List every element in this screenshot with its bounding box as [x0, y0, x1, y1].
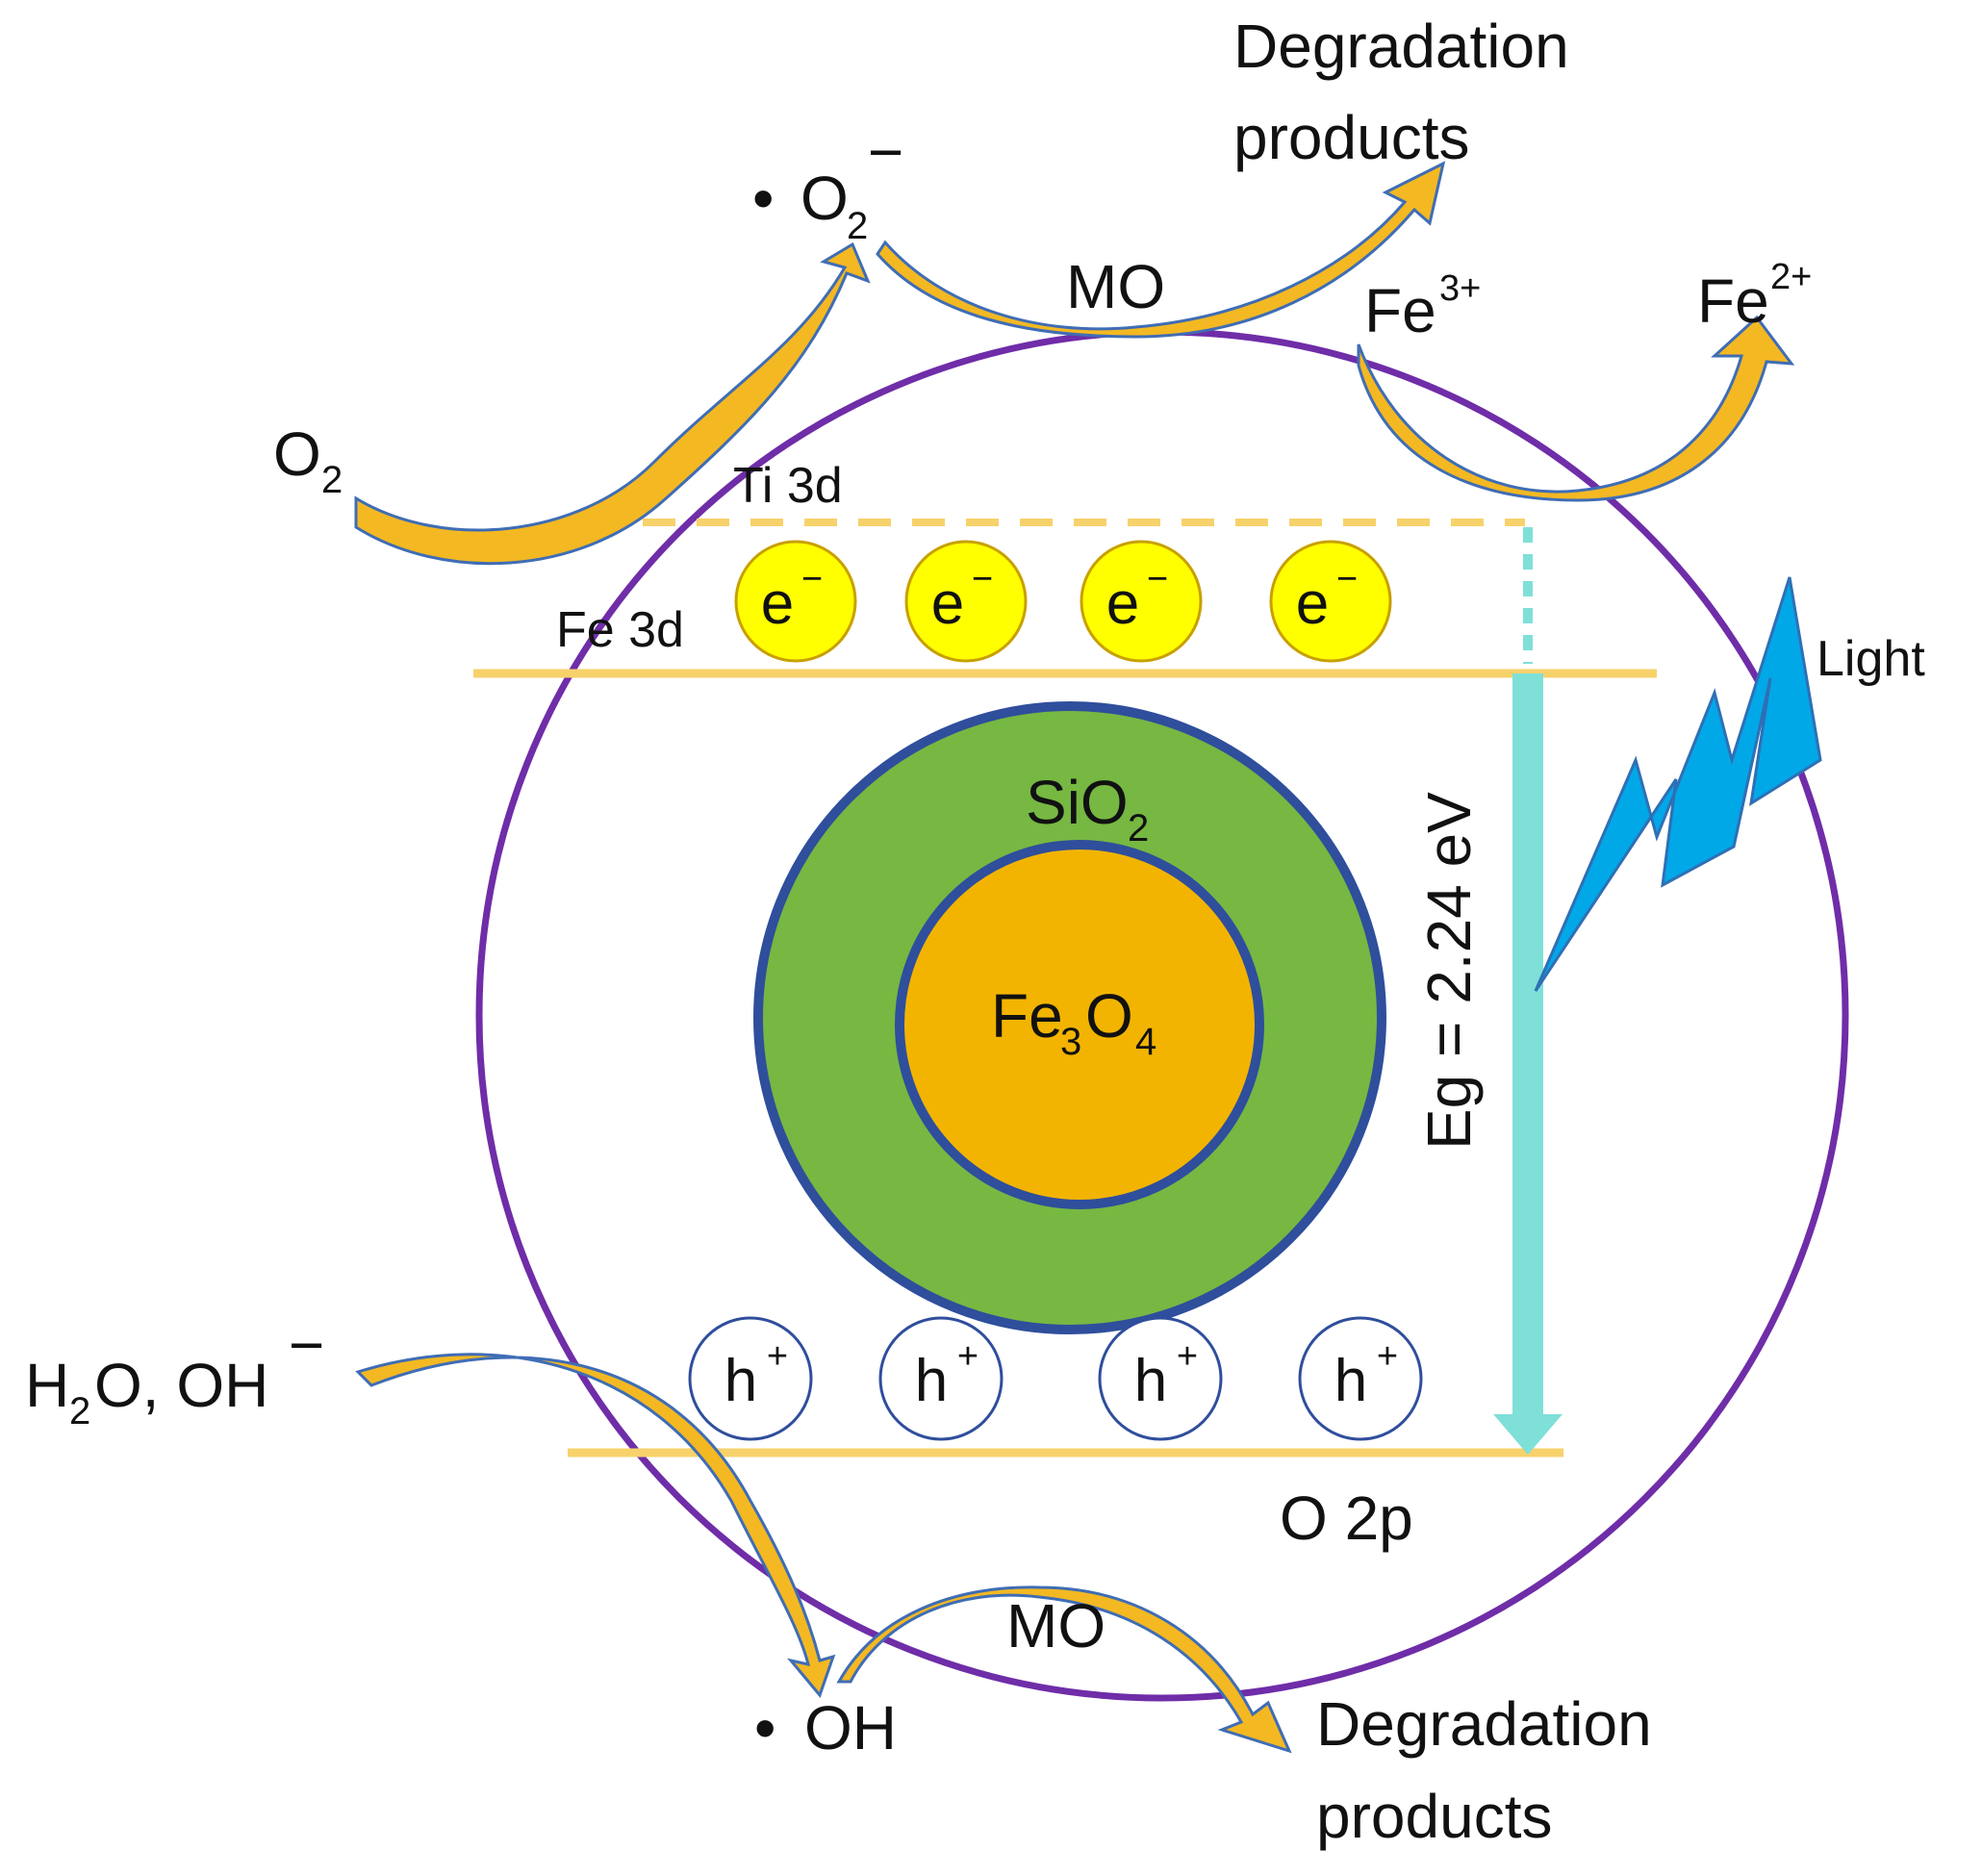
- hydroxyl-text: OH: [804, 1693, 897, 1762]
- electron-charge: −: [801, 559, 823, 599]
- superoxide-dot: •: [752, 164, 774, 233]
- hole-charge: +: [957, 1336, 978, 1377]
- hole-label: h: [915, 1348, 948, 1414]
- o2-base: O: [273, 419, 321, 489]
- fe2-base: Fe: [1697, 266, 1769, 336]
- degradation-bottom-line1: Degradation: [1316, 1689, 1652, 1759]
- fe2-sup: 2+: [1770, 257, 1812, 297]
- fe3o4-o: O: [1085, 981, 1133, 1051]
- water-to-hydroxyl-arrow: [355, 1353, 836, 1698]
- fe3o4-sub2: 4: [1135, 1021, 1156, 1063]
- light-label: Light: [1817, 631, 1925, 687]
- electron-charge: −: [1147, 559, 1168, 599]
- electron-charge: −: [972, 559, 993, 599]
- superoxide-sup: −: [868, 117, 903, 187]
- o2p-label: O 2p: [1280, 1483, 1413, 1553]
- hole-3: h +: [1098, 1316, 1223, 1441]
- fe3-to-fe2-arrow: [1357, 315, 1795, 502]
- lightning-bolt-icon: [1534, 576, 1822, 992]
- hydroxyl-dot: •: [754, 1693, 775, 1762]
- fe3o4-fe: Fe: [991, 981, 1063, 1051]
- sio2-label: SiO 2: [1026, 768, 1149, 849]
- band-gap-arrow: [1493, 673, 1563, 1455]
- o2-to-superoxide-arrow: [354, 241, 871, 566]
- mo-bottom-label: MO: [1006, 1591, 1105, 1661]
- hole-label: h: [724, 1348, 757, 1414]
- degradation-bottom-line2: products: [1316, 1782, 1552, 1851]
- band-gap-label: Eg = 2.24 eV: [1414, 792, 1484, 1150]
- fe3-base: Fe: [1364, 276, 1436, 345]
- hydroxyl-to-products-arrow: [836, 1585, 1292, 1754]
- hole-1: h +: [688, 1316, 813, 1441]
- superoxide-sub: 2: [847, 205, 868, 247]
- water-sub: 2: [69, 1390, 90, 1432]
- o2-sub: 2: [321, 459, 343, 501]
- superoxide-base: O: [800, 164, 849, 233]
- o2-label: O 2: [273, 419, 343, 501]
- sio2-sub: 2: [1128, 807, 1149, 849]
- electron-2: e −: [904, 540, 1028, 663]
- water-sup: −: [289, 1310, 324, 1380]
- fe3o4-label: Fe 3 O 4: [991, 981, 1156, 1063]
- electron-charge: −: [1336, 559, 1358, 599]
- degradation-top-line1: Degradation: [1233, 12, 1569, 81]
- electron-3: e −: [1080, 540, 1203, 663]
- hole-4: h +: [1298, 1316, 1423, 1441]
- sio2-base: SiO: [1026, 768, 1129, 837]
- electron-label: e: [761, 570, 794, 637]
- electron-label: e: [931, 570, 964, 637]
- electron-1: e −: [734, 540, 857, 663]
- fe3-sup: 3+: [1439, 268, 1481, 309]
- superoxide-to-products-arrow: [876, 161, 1446, 339]
- superoxide-label: • O 2 −: [752, 117, 903, 247]
- fe3o4-core: [895, 840, 1264, 1209]
- water-rest: O, OH: [94, 1351, 268, 1420]
- hole-charge: +: [1177, 1336, 1198, 1377]
- hole-label: h: [1134, 1348, 1167, 1414]
- fe3d-label: Fe 3d: [556, 602, 684, 658]
- water-label: H 2 O, OH −: [25, 1310, 324, 1432]
- ti3d-label: Ti 3d: [733, 458, 843, 514]
- degradation-top-line2: products: [1233, 103, 1469, 172]
- water-h: H: [25, 1351, 69, 1420]
- hole-label: h: [1334, 1348, 1367, 1414]
- hole-2: h +: [878, 1316, 1004, 1441]
- fe3-label: Fe 3+: [1364, 268, 1481, 345]
- hydroxyl-label: • OH: [754, 1693, 897, 1762]
- fe2-label: Fe 2+: [1697, 257, 1812, 336]
- electron-label: e: [1106, 570, 1139, 637]
- electron-label: e: [1296, 570, 1329, 637]
- mo-top-label: MO: [1066, 252, 1165, 321]
- hole-charge: +: [767, 1336, 788, 1377]
- hole-charge: +: [1377, 1336, 1398, 1377]
- electron-4: e −: [1269, 540, 1392, 663]
- fe3o4-sub1: 3: [1060, 1021, 1081, 1063]
